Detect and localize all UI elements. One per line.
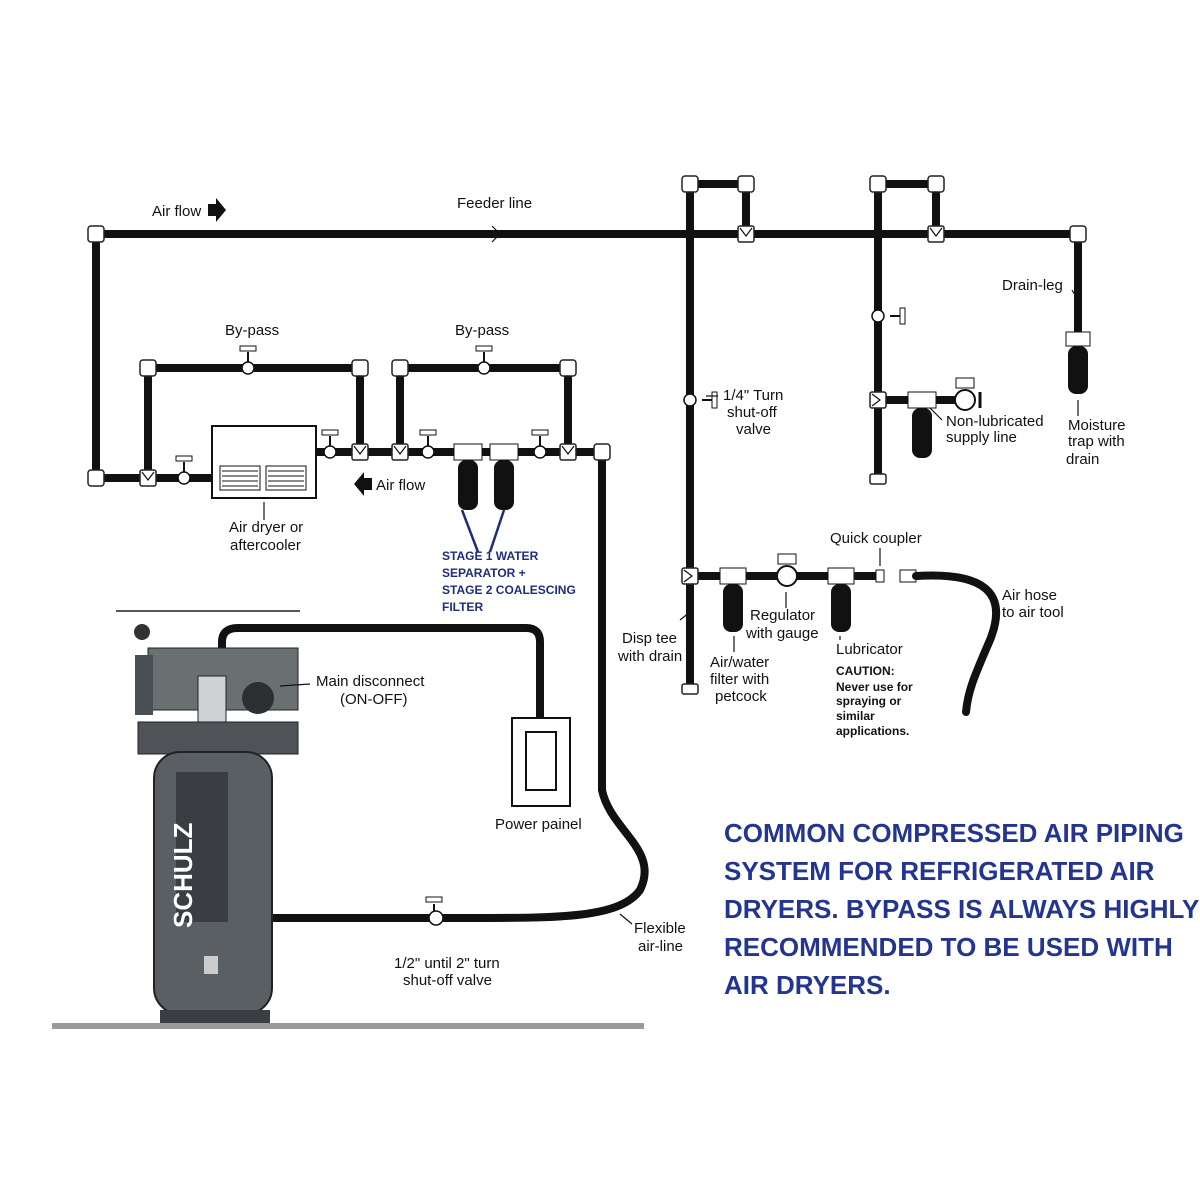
caption-line-1: COMMON COMPRESSED AIR PIPING — [724, 818, 1184, 848]
stage-filters — [453, 443, 519, 510]
valve-icon — [425, 896, 444, 926]
power-cable — [218, 624, 544, 720]
label-disp-tee-2: with drain — [617, 648, 682, 665]
stage-pointer-right — [488, 509, 506, 553]
label-quarter-turn-1: 1/4" Turn — [723, 387, 783, 404]
label-caution-5: applications. — [836, 724, 909, 738]
label-moisture-3: drain — [1066, 451, 1099, 468]
valve-icon — [321, 429, 339, 459]
air-compressor: SCHULZ — [52, 610, 644, 1029]
valve-icon — [871, 307, 906, 325]
diagram-caption: COMMON COMPRESSED AIR PIPING SYSTEM FOR … — [724, 818, 1199, 1000]
label-lubricator: Lubricator — [836, 641, 903, 658]
label-half-inch-1: 1/2" until 2" turn — [394, 955, 500, 972]
valve-icon — [239, 345, 257, 375]
leader-lines — [263, 289, 1079, 925]
label-bypass-right: By-pass — [455, 322, 509, 339]
label-regulator-1: Regulator — [750, 607, 815, 624]
label-moisture-2: trap with — [1068, 433, 1125, 450]
label-stage-4: FILTER — [442, 600, 483, 614]
flexible-air-line — [466, 786, 649, 922]
caption-line-4: RECOMMENDED TO BE USED WITH — [724, 932, 1173, 962]
label-air-dryer-2: aftercooler — [230, 537, 301, 554]
valve-icon — [175, 455, 193, 485]
label-quarter-turn-2: shut-off — [727, 404, 778, 421]
valve-icon — [683, 391, 718, 409]
label-caution-4: similar — [836, 709, 875, 723]
pipe-fittings — [87, 175, 1087, 695]
label-half-inch-2: shut-off valve — [403, 972, 492, 989]
label-drain-leg: Drain-leg — [1002, 277, 1063, 294]
label-bypass-left: By-pass — [225, 322, 279, 339]
shut-off-valves — [175, 307, 906, 926]
label-feeder-line: Feeder line — [457, 195, 532, 212]
label-air-hose-2: to air tool — [1002, 604, 1064, 621]
flow-direction-arrows — [141, 225, 943, 583]
caption-line-5: AIR DRYERS. — [724, 970, 891, 1000]
frl-unit — [719, 553, 917, 632]
air-dryer-unit — [211, 425, 317, 499]
brand-logo: SCHULZ — [168, 822, 198, 928]
label-disp-tee-1: Disp tee — [622, 630, 677, 647]
label-caution-2: Never use for — [836, 680, 913, 694]
label-quick-coupler: Quick coupler — [830, 530, 922, 547]
label-air-dryer-1: Air dryer or — [229, 519, 303, 536]
label-flexible-1: Flexible — [634, 920, 686, 937]
label-air-flow-mid: Air flow — [376, 477, 425, 494]
drop-line-right — [874, 180, 940, 478]
non-lubricated-filter — [907, 377, 982, 458]
label-caution-3: spraying or — [836, 694, 902, 708]
caption-line-3: DRYERS. BYPASS IS ALWAYS HIGHLY — [724, 894, 1199, 924]
label-non-lubricated-2: supply line — [946, 429, 1017, 446]
label-airwater-1: Air/water — [710, 654, 769, 671]
caption-line-2: SYSTEM FOR REFRIGERATED AIR — [724, 856, 1155, 886]
label-air-flow-top: Air flow — [152, 203, 201, 220]
bypass-right-loop — [396, 364, 572, 452]
moisture-trap — [1065, 331, 1091, 394]
label-stage-2: SEPARATOR + — [442, 566, 526, 580]
power-panel — [511, 717, 571, 807]
air-flow-arrow-mid — [354, 472, 372, 496]
label-airwater-3: petcock — [715, 688, 767, 705]
valve-icon — [475, 345, 493, 375]
label-quarter-turn-3: valve — [736, 421, 771, 438]
label-power-panel: Power painel — [495, 816, 582, 833]
label-regulator-2: with gauge — [745, 625, 819, 642]
drop-line-left — [686, 180, 750, 690]
stage-pointer-left — [460, 509, 480, 553]
valve-icon — [531, 429, 549, 459]
label-air-hose-1: Air hose — [1002, 587, 1057, 604]
label-stage-1: STAGE 1 WATER — [442, 549, 539, 563]
diagram-labels: Air flow Feeder line By-pass By-pass Air… — [152, 195, 1126, 989]
label-caution-1: CAUTION: — [836, 664, 895, 678]
label-flexible-2: air-line — [638, 938, 683, 955]
label-main-disconnect-1: Main disconnect — [316, 673, 425, 690]
label-airwater-2: filter with — [710, 671, 769, 688]
label-non-lubricated-1: Non-lubricated — [946, 413, 1044, 430]
air-flow-arrow-top — [208, 198, 226, 222]
air-hose — [912, 571, 1001, 716]
label-moisture-1: Moisture — [1068, 417, 1126, 434]
valve-icon — [419, 429, 437, 459]
label-stage-3: STAGE 2 COALESCING — [442, 583, 576, 597]
label-main-disconnect-2: (ON-OFF) — [340, 691, 407, 708]
